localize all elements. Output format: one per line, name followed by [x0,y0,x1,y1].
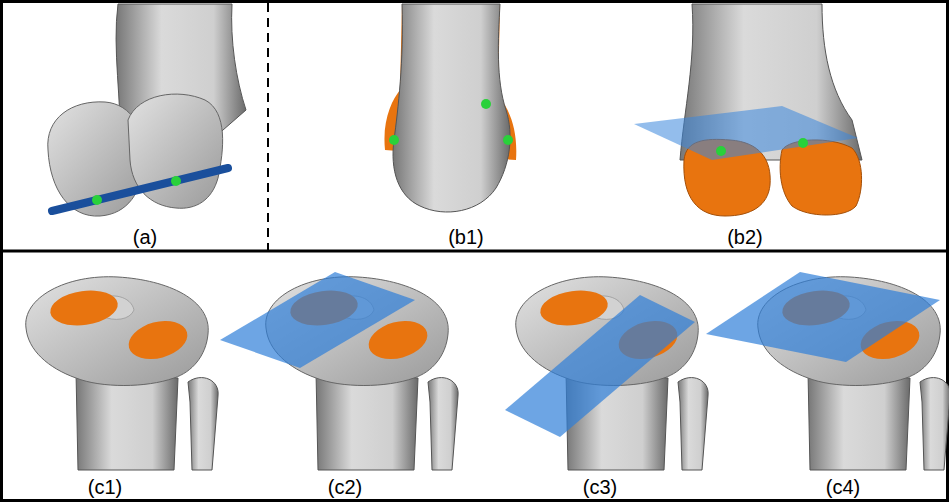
panel-label: (c3) [583,476,617,498]
panel-divider [0,250,949,253]
femur-figure [48,4,246,216]
axis-rod [52,168,228,211]
landmark-dot [389,135,399,145]
landmark-dot [481,99,491,109]
panel-label: (c2) [328,476,362,498]
cutting-plane [505,295,695,437]
panel-label: (a) [133,226,157,248]
landmark-dot [503,135,513,145]
panel-label: (b2) [727,226,763,248]
femur-figure [634,4,862,216]
landmark-dot [171,176,181,186]
panel-label: (c1) [88,476,122,498]
femur-figure [384,4,516,212]
panel-label: (c4) [826,476,860,498]
cutting-plane [706,272,940,362]
landmark-dot [716,146,726,156]
tibia-figure [26,277,218,470]
panel-label: (b1) [448,226,484,248]
landmark-dot [92,195,102,205]
landmark-dot [798,138,808,148]
cutting-plane [634,106,858,160]
cutting-plane [220,272,415,368]
dashed-divider [267,3,269,250]
